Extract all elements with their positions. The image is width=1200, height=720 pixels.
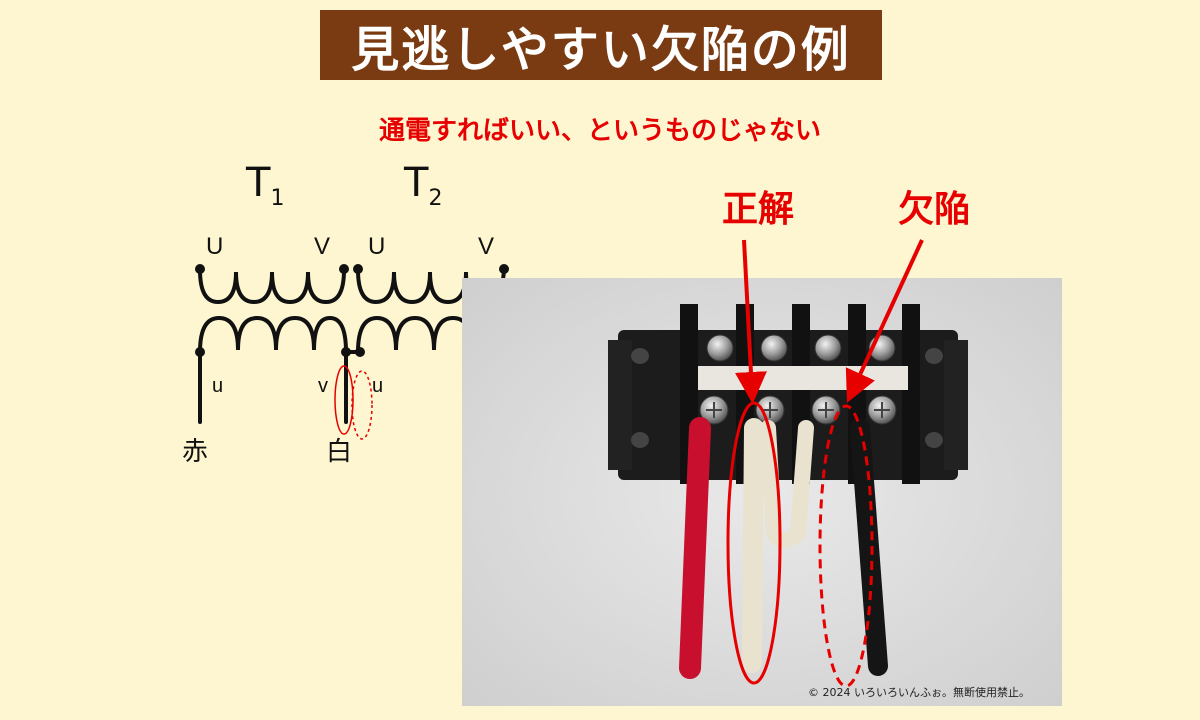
highlight-ellipse-dashed: [351, 370, 373, 440]
label-t1-u: u: [212, 375, 223, 397]
label-t2-u: u: [372, 375, 383, 397]
label-t2-V: V: [478, 233, 494, 260]
terminal-block-illustration: [462, 278, 1062, 706]
terminal-dot-t2-u: [355, 347, 365, 357]
page-title: 見逃しやすい欠陥の例: [320, 10, 882, 80]
correct-label: 正解: [722, 189, 795, 230]
subtitle: 通電すればいい、というものじゃない: [378, 116, 821, 146]
label-t2-U: U: [368, 233, 385, 260]
page-title-text: 見逃しやすい欠陥の例: [351, 22, 851, 78]
defect-label: 欠陥: [898, 189, 971, 230]
highlight-ellipse-solid: [334, 365, 354, 435]
defect-arrow: [845, 239, 924, 403]
terminal-dot-t2-V: [499, 264, 509, 274]
white-wire-correct: [742, 418, 764, 673]
terminal-dot-t1-V: [339, 264, 349, 274]
wire-label-red: 赤: [182, 437, 208, 467]
copyright-notice: © 2024 いろいろいんふぉ。無断使用禁止。: [808, 686, 1030, 699]
terminal-dot-t2-U: [353, 264, 363, 274]
label-t1-V: V: [314, 233, 330, 260]
terminal-dot-t1-u: [195, 347, 205, 357]
t1-primary-coil: [198, 268, 346, 305]
black-wire: [850, 418, 888, 676]
correct-arrow: [734, 239, 767, 404]
terminal-dot-t1-U: [195, 264, 205, 274]
transformer-label-t2: T2: [404, 160, 443, 211]
white-wire-jumper: [760, 420, 814, 549]
red-wire: [679, 417, 711, 679]
terminal-dot-t1-v: [341, 347, 351, 357]
defect-highlight-ellipse: [818, 404, 874, 688]
t1-secondary-coil: [198, 315, 348, 354]
label-t1-U: U: [206, 233, 223, 260]
wire-label-white: 白: [326, 437, 352, 467]
terminal-block-photo: [462, 278, 1062, 706]
label-t1-v: v: [318, 375, 328, 397]
transformer-label-t1: T1: [246, 160, 285, 211]
